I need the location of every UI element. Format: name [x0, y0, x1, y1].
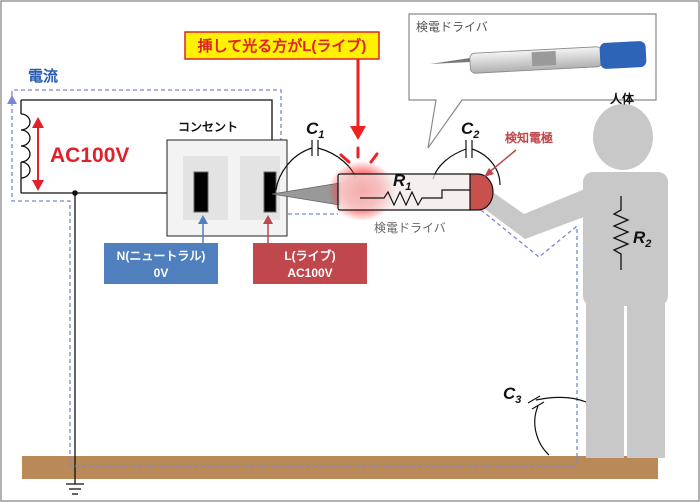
- detect-electrode-label: 検知電極: [505, 130, 553, 145]
- voltage-arrow: [32, 117, 44, 191]
- neutral-label-line1: N(ニュートラル): [117, 249, 206, 263]
- live-pointer: [263, 215, 273, 243]
- outlet: [166, 139, 288, 237]
- c2-sub: 2: [472, 129, 479, 141]
- ground-strip: [22, 456, 658, 479]
- current-arrow-icon: [7, 95, 17, 104]
- earth-ground-icon: [66, 483, 84, 495]
- headline-text: 挿して光る方がL(ライブ): [198, 37, 367, 55]
- c2-symbol: C2: [461, 119, 479, 141]
- headline-box: [184, 31, 380, 60]
- neutral-pointer: [198, 215, 208, 243]
- tester-bottom-label: 検電ドライバ: [374, 221, 446, 235]
- tester-body: [337, 173, 494, 211]
- c3-symbol: C3: [503, 384, 521, 406]
- live-label-line1: L(ライブ): [284, 248, 335, 263]
- r1-main: R: [393, 171, 406, 190]
- junction-dot: [72, 190, 78, 196]
- resistor-r2: [612, 196, 630, 270]
- headline-arrow: [350, 59, 366, 140]
- current-path: [11, 89, 578, 467]
- r1-sub: 1: [405, 181, 411, 193]
- neutral-label-line2: 0V: [154, 266, 169, 280]
- c2-main: C: [461, 119, 474, 138]
- source-voltage-label: AC100V: [50, 144, 129, 167]
- neutral-slot: [193, 171, 209, 213]
- live-label-box: [253, 243, 367, 284]
- live-slot: [263, 171, 277, 213]
- current-label: 電流: [28, 67, 58, 85]
- human-label: 人体: [610, 91, 635, 106]
- r2-main: R: [633, 228, 646, 247]
- glow-rays: [339, 146, 379, 164]
- capacitor-c3: [527, 395, 587, 456]
- r2-sub: 2: [644, 238, 651, 250]
- neutral-label-box: [104, 243, 218, 284]
- ac-source-coil: [20, 113, 31, 179]
- c3-main: C: [503, 384, 516, 403]
- outlet-label: コンセント: [178, 120, 238, 134]
- c1-main: C: [306, 119, 319, 138]
- c1-symbol: C1: [306, 119, 324, 141]
- c1-sub: 1: [318, 129, 324, 141]
- human-body: [482, 104, 668, 458]
- tester-callout-label: 検電ドライバ: [416, 20, 488, 34]
- resistor-r1: [360, 189, 470, 207]
- c3-sub: 3: [515, 394, 521, 406]
- r2-symbol: R2: [633, 228, 651, 250]
- live-label-line2: AC100V: [287, 266, 332, 280]
- electrode-pointer: [484, 149, 517, 177]
- tester-photo-icon: [430, 41, 647, 74]
- r1-symbol: R1: [393, 171, 411, 193]
